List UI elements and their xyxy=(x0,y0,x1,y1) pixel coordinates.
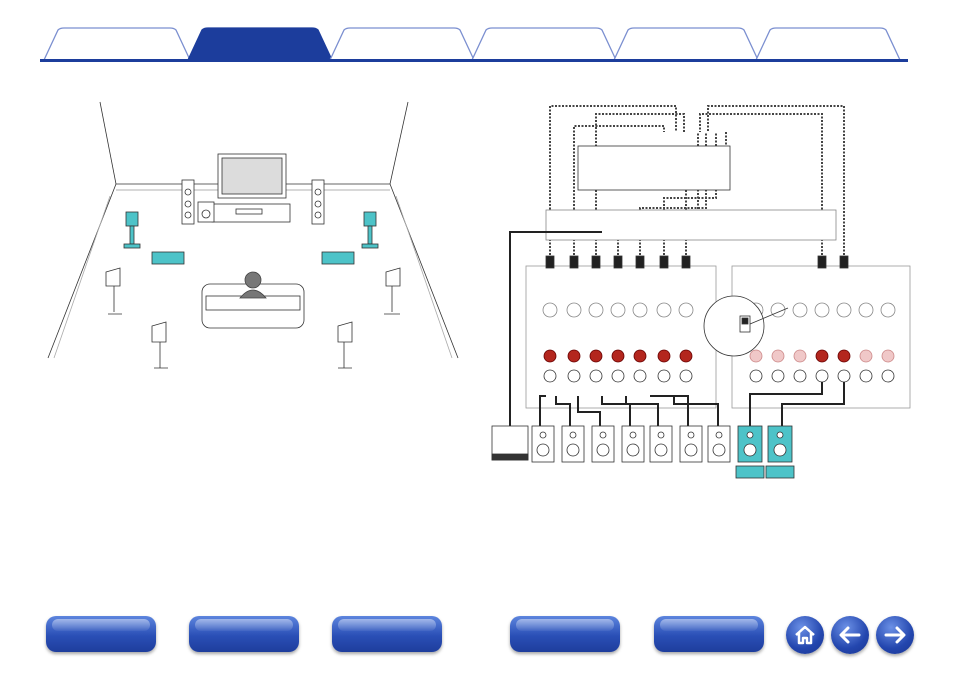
tab-2[interactable] xyxy=(212,36,312,56)
tab-5[interactable] xyxy=(638,36,738,56)
highlighted-speaker-icon xyxy=(735,425,795,479)
label-box-right xyxy=(321,251,355,265)
forward-button[interactable] xyxy=(876,616,914,654)
front-speaker-icon xyxy=(181,179,325,225)
tab-1[interactable] xyxy=(70,36,170,56)
subwoofer-icon xyxy=(491,425,529,461)
home-icon xyxy=(795,625,815,645)
bottom-navigation xyxy=(0,616,954,656)
tab-bar xyxy=(40,26,908,62)
back-arrow-icon xyxy=(839,626,861,644)
nav-button-3[interactable] xyxy=(332,616,442,652)
nav-button-1[interactable] xyxy=(46,616,156,652)
label-box-left xyxy=(151,251,185,265)
height-speaker-icon xyxy=(123,211,379,249)
tab-underline xyxy=(40,59,908,62)
nav-button-2[interactable] xyxy=(189,616,299,652)
subwoofer-icon xyxy=(197,201,215,223)
home-button[interactable] xyxy=(786,616,824,654)
nav-button-4[interactable] xyxy=(510,616,620,652)
tab-6[interactable] xyxy=(780,36,880,56)
tv-icon xyxy=(211,153,291,223)
amplifier-icon xyxy=(545,145,837,241)
speaker-icon xyxy=(531,425,731,463)
tab-3[interactable] xyxy=(354,36,454,56)
tab-shapes xyxy=(43,27,901,61)
switch-detail-icon xyxy=(703,295,789,357)
surround-speaker-icon xyxy=(105,267,401,369)
wiring-diagram xyxy=(488,98,912,480)
speaker-layout-diagram xyxy=(44,100,464,370)
nav-button-5[interactable] xyxy=(654,616,764,652)
back-button[interactable] xyxy=(831,616,869,654)
listener-icon xyxy=(239,271,267,299)
tab-4[interactable] xyxy=(496,36,596,56)
forward-arrow-icon xyxy=(884,626,906,644)
